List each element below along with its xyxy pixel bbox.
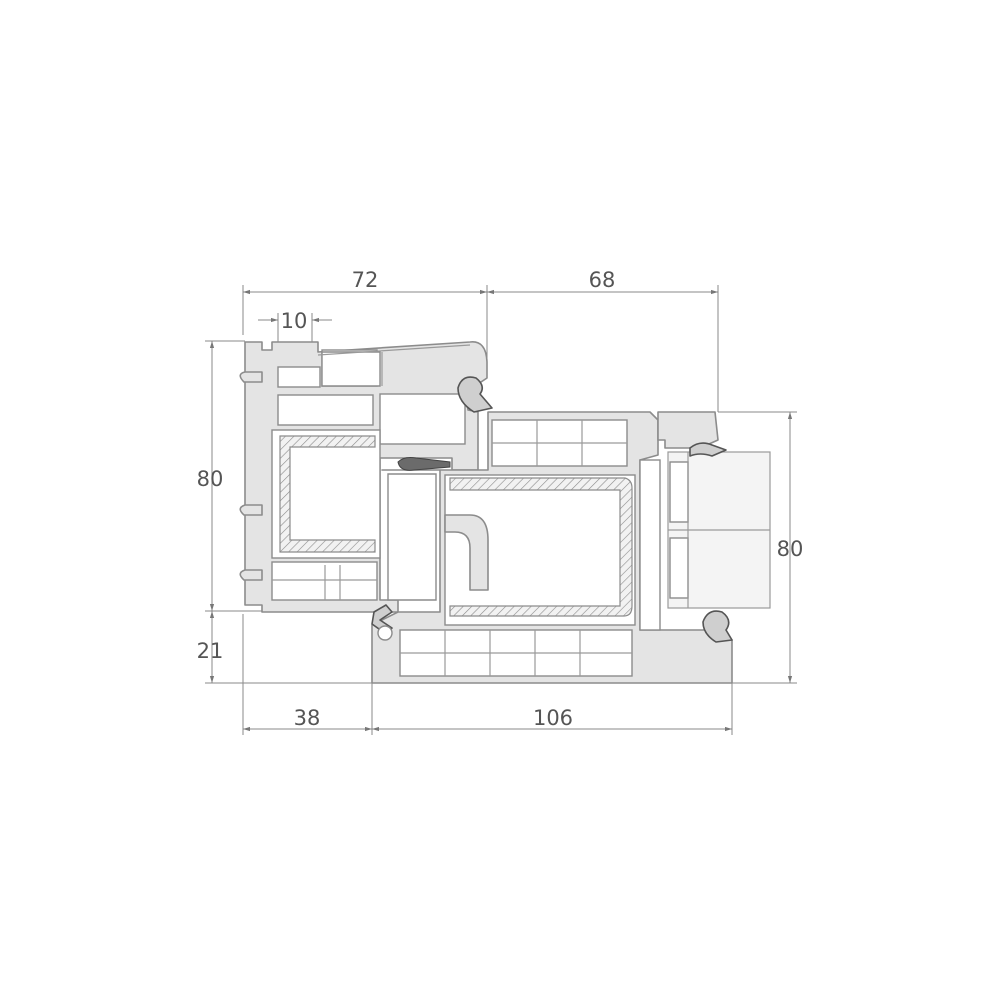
drain-hole-icon bbox=[377, 625, 393, 641]
glazing-unit bbox=[657, 411, 771, 609]
dim-label-bottom-106: 106 bbox=[533, 706, 573, 730]
dimension-lines bbox=[205, 285, 797, 735]
dim-label-top-72: 72 bbox=[352, 268, 379, 292]
gasket-bottom-right-icon bbox=[702, 610, 733, 643]
dim-label-bottom-38: 38 bbox=[294, 706, 321, 730]
gaskets bbox=[371, 376, 733, 643]
gasket-middle-icon bbox=[397, 457, 451, 471]
dim-label-gap-10: 10 bbox=[281, 309, 308, 333]
dim-label-top-68: 68 bbox=[589, 268, 616, 292]
dim-label-left-21: 21 bbox=[197, 639, 224, 663]
dim-label-left-80: 80 bbox=[197, 467, 224, 491]
gasket-top-icon bbox=[457, 376, 493, 413]
gasket-glass-top-icon bbox=[689, 442, 727, 457]
sash-profile bbox=[371, 411, 733, 684]
frame-profile bbox=[239, 341, 488, 613]
dim-label-right-80: 80 bbox=[777, 537, 804, 561]
